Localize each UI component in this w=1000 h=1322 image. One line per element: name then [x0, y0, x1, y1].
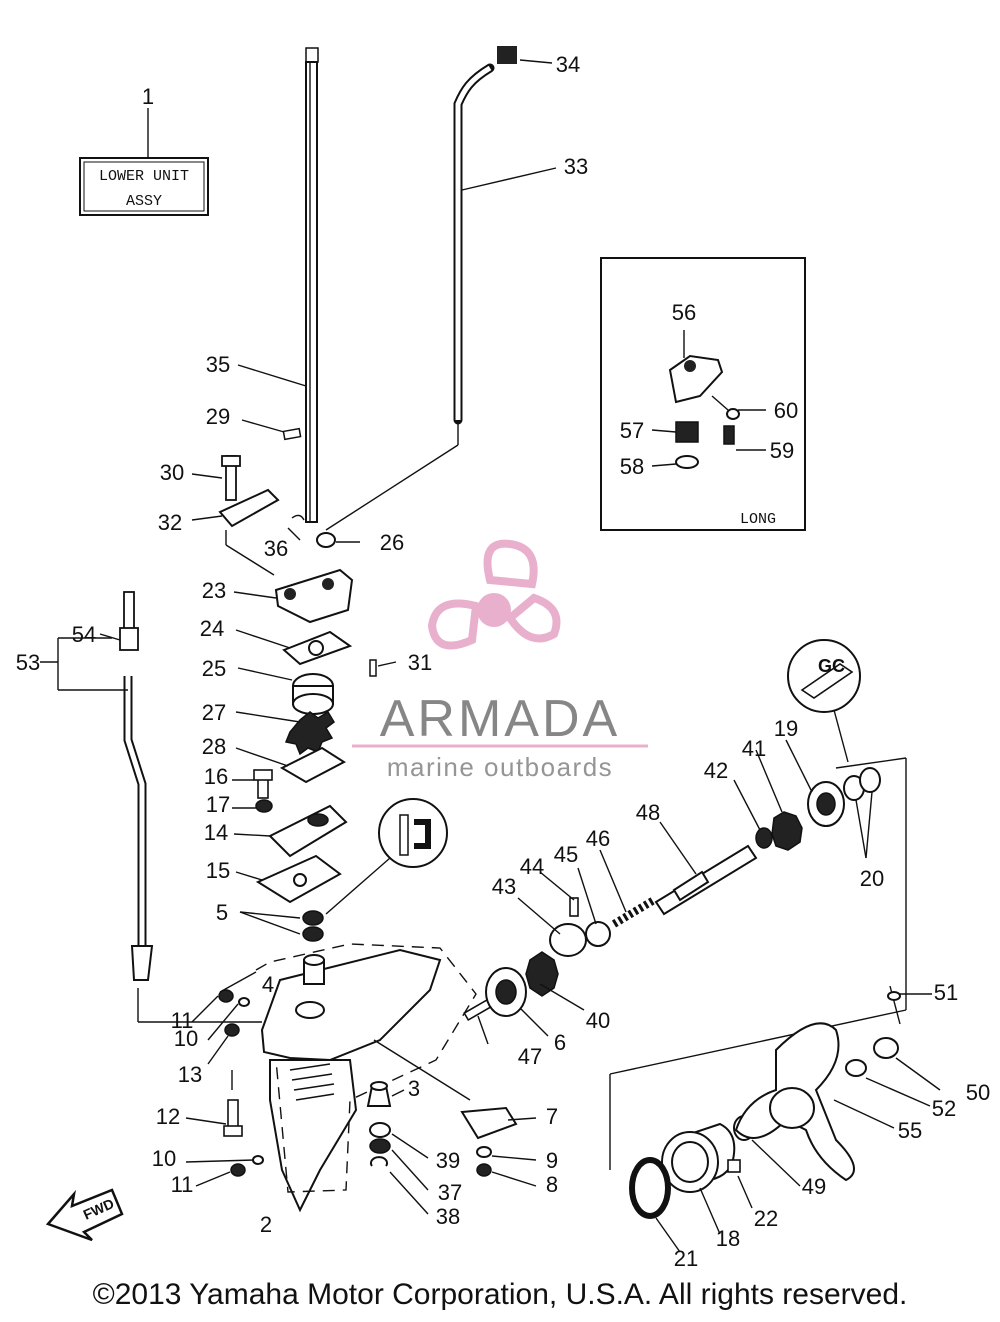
callout-15: 15 — [206, 858, 230, 883]
callout-5: 5 — [216, 900, 228, 925]
callout-29: 29 — [206, 404, 230, 429]
callout-26: 26 — [380, 530, 404, 555]
callout-13: 13 — [178, 1062, 202, 1087]
armada-watermark: ARMADA marine outboards — [352, 539, 648, 782]
callout-19: 19 — [774, 716, 798, 741]
callout-30: 30 — [160, 460, 184, 485]
shift-rod-33 — [325, 46, 557, 531]
propeller-group — [629, 985, 941, 1253]
gear-oil-icon: GC — [787, 639, 861, 763]
long-shaft-inset: LONG — [600, 257, 806, 531]
callout-39: 39 — [436, 1148, 460, 1173]
callout-38: 38 — [436, 1204, 460, 1229]
callout-35: 35 — [206, 352, 230, 377]
callout-1: 1 — [142, 84, 154, 109]
callout-2: 2 — [260, 1212, 272, 1237]
callout-43: 43 — [492, 874, 516, 899]
callout-42: 42 — [704, 758, 728, 783]
callout-56: 56 — [672, 300, 696, 325]
callout-60: 60 — [774, 398, 798, 423]
callout-20: 20 — [860, 866, 884, 891]
callout-14: 14 — [204, 820, 228, 845]
callout-53: 53 — [16, 650, 40, 675]
copyright-footer: ©2013 Yamaha Motor Corporation, U.S.A. A… — [92, 1278, 908, 1311]
callout-3: 3 — [408, 1076, 420, 1101]
callout-22: 22 — [754, 1206, 778, 1231]
callout-8: 8 — [546, 1172, 558, 1197]
callout-18: 18 — [716, 1226, 740, 1251]
callout-17: 17 — [206, 792, 230, 817]
gear-case-housing — [219, 943, 477, 1213]
watermark-brand: ARMADA — [380, 690, 620, 748]
forward-gear-group — [463, 849, 657, 1045]
callout-28: 28 — [202, 734, 226, 759]
callout-10: 10 — [152, 1146, 176, 1171]
callout-27: 27 — [202, 700, 226, 725]
shift-rod-53 — [40, 591, 262, 1023]
propeller-shaft-48 — [609, 739, 907, 1170]
callout-49: 49 — [802, 1174, 826, 1199]
bottom-small-parts — [366, 1039, 537, 1215]
callout-32: 32 — [158, 510, 182, 535]
lower-unit-assy-box: LOWER UNIT ASSY 1 — [79, 84, 209, 216]
fwd-arrow-icon: FWD — [45, 1188, 124, 1242]
callout-46: 46 — [586, 826, 610, 851]
sealant-icon — [325, 798, 448, 915]
callout-numbers: 2345678910101111121314151617181920212223… — [16, 52, 990, 1271]
callout-11: 11 — [171, 1172, 194, 1197]
callout-59: 59 — [770, 438, 794, 463]
callout-6: 6 — [554, 1030, 566, 1055]
callout-12: 12 — [156, 1104, 180, 1129]
callout-11: 11 — [171, 1008, 194, 1033]
upper-small-parts — [191, 419, 360, 576]
callout-45: 45 — [554, 842, 578, 867]
callout-16: 16 — [204, 764, 228, 789]
callout-41: 41 — [742, 736, 766, 761]
watermark-tagline: marine outboards — [387, 752, 613, 782]
svg-text:GC: GC — [818, 656, 845, 676]
callout-47: 47 — [518, 1044, 542, 1069]
callout-57: 57 — [620, 418, 644, 443]
callout-25: 25 — [202, 656, 226, 681]
callout-7: 7 — [546, 1104, 558, 1129]
callout-23: 23 — [202, 578, 226, 603]
callout-40: 40 — [586, 1008, 610, 1033]
callout-50: 50 — [966, 1080, 990, 1105]
callout-31: 31 — [408, 650, 432, 675]
long-box-label: LONG — [740, 511, 776, 528]
assy-box-line2: ASSY — [126, 193, 162, 210]
water-pump-stack — [232, 568, 397, 942]
callout-54: 54 — [72, 622, 96, 647]
left-fasteners — [185, 989, 264, 1187]
drive-shaft-35 — [237, 47, 319, 523]
callout-33: 33 — [564, 154, 588, 179]
bracket-part-56 — [668, 354, 724, 404]
callout-9: 9 — [546, 1148, 558, 1173]
callout-21: 21 — [674, 1246, 698, 1271]
callout-51: 51 — [934, 980, 958, 1005]
callout-36: 36 — [264, 536, 288, 561]
callout-44: 44 — [520, 854, 544, 879]
assy-box-line1: LOWER UNIT — [99, 168, 189, 185]
callout-24: 24 — [200, 616, 224, 641]
callout-52: 52 — [932, 1096, 956, 1121]
callout-37: 37 — [438, 1180, 462, 1205]
callout-4: 4 — [262, 972, 274, 997]
callout-48: 48 — [636, 800, 660, 825]
callout-34: 34 — [556, 52, 580, 77]
callout-58: 58 — [620, 454, 644, 479]
callout-55: 55 — [898, 1118, 922, 1143]
callout-10: 10 — [174, 1026, 198, 1051]
